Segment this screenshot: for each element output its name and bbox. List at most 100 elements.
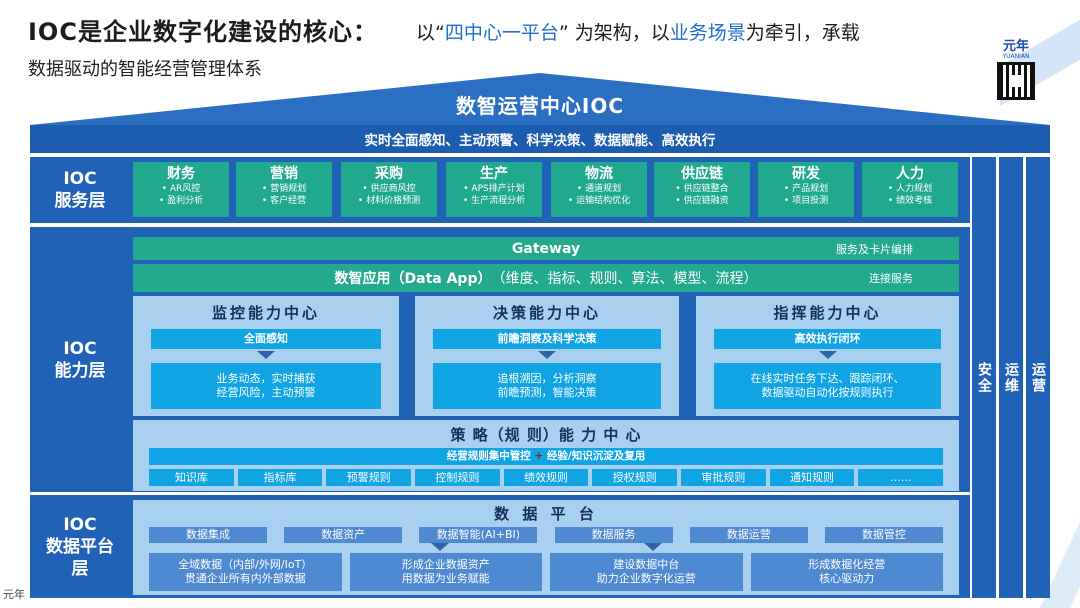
service-card-item: • 供应链整合 [675,184,729,194]
center-title: 决策能力中心 [492,304,601,322]
plus-icon: + [534,450,544,462]
data-big-item: 形成数据化经营核心驱动力 [750,553,943,591]
data-big-line: 建设数据中台 [613,558,680,571]
service-card-title: 财务 [167,166,195,182]
service-card-title: 人力 [896,166,924,182]
service-card: 财务• AR风控• 盈利分析 [133,162,229,217]
service-card-item: • 生产流程分析 [462,196,526,206]
qr-code-icon [997,62,1035,100]
data-item: 数据集成 [149,527,267,543]
service-card: 物流 • 通道规划 • 运输结构优化 [551,162,647,217]
service-card-item: • 供应链融资 [675,196,729,206]
service-card-item: • 供应商风控 [362,184,416,194]
data-app-bar: 数智应用（Data App） （维度、指标、规则、算法、模型、流程） 连接服务 [133,264,959,292]
strategy-item: ...... [858,469,944,486]
strategy-item: 通知规则 [769,469,855,486]
data-big-line: 全域数据（内部/外网/IoT） [178,558,313,571]
data-big-line: 核心驱动力 [819,572,875,585]
center-bar: 前瞻洞察及科学决策 [433,329,661,349]
service-card-item: • 项目投测 [783,196,829,206]
data-arrows [333,543,759,553]
title-highlight: 四中心一平台 [444,22,559,44]
gateway-label: Gateway [511,240,581,257]
service-layer-label: IOC 服务层 [54,169,106,211]
service-card-item: • 运输结构优化 [567,196,631,206]
gateway-right-label: 服务及卡片编排 [836,242,913,256]
logo-subword: YUANIAN [1002,53,1030,60]
service-card-item: • APS排产计划 [463,184,525,194]
strategy-bar-left: 经营规则集中管控 [446,450,531,462]
down-arrow-icon [430,543,449,551]
data-layer-label: IOC 数据平台 层 [46,514,114,579]
service-card-item: • 人力规划 [887,184,933,194]
data-item: 数据服务 [554,527,673,543]
page-title: IOC是企业数字化建设的核心： [28,18,378,46]
center-body: 业务动态，实时捕获 经营风险，主动预警 [151,363,381,409]
page-subtitle: 数据驱动的智能经营管理体系 [28,59,262,80]
service-card: 研发 • 产品规划 • 项目投测 [758,162,854,217]
center-body-line: 经营风险，主动预警 [216,386,316,399]
service-card: 人力• 人力规划• 绩效考核 [862,162,958,217]
strategy-bar: 经营规则集中管控 + 经验/知识沉淀及复用 [149,448,943,465]
title-text: 为牵引，承载 [745,22,860,44]
down-arrow-icon [818,351,837,359]
center-body-line: 业务动态，实时捕获 [216,372,316,385]
service-card-item: • 通道规划 [576,184,622,194]
strategy-title: 策 略（规 则）能 力 中 心 [450,426,642,444]
capability-layer-label: IOC 能力层 [54,338,106,381]
command-center: 指挥能力中心 高效执行闭环 在线实时任务下达、跟踪闭环、 数据驱动自动化按规则执… [696,296,959,416]
center-body: 追根溯因，分析洞察 前瞻预测，智能决策 [433,363,661,409]
strategy-item: 知识库 [149,469,234,486]
data-big-item: 形成企业数据资产用数据为业务赋能 [349,553,542,591]
side-column-ops: 运维 [999,157,1023,598]
center-body-line: 前瞻预测，智能决策 [497,386,597,399]
service-card-title: 营销 [270,166,298,182]
data-platform-title: 数 据 平 台 [494,505,598,523]
service-card-item: • 产品规划 [783,184,829,194]
service-card: 营销• 营销规划• 客户经营 [236,162,332,217]
service-card-item: • 营销规划 [261,184,307,194]
page-title-detail: 以“四中心一平台” 为架构，以业务场景为牵引，承载 [416,18,860,45]
data-item: 数据智能(AI+BI) [419,527,538,543]
side-column-security: 安全 [972,157,996,598]
service-card-title: 生产 [480,166,508,182]
strategy-item: 绩效规则 [503,469,589,486]
down-arrow-icon [643,543,662,551]
logo-word: 元年 [1002,39,1029,54]
center-title: 指挥能力中心 [773,304,882,322]
title-highlight: 业务场景 [669,22,746,44]
strategy-items: 知识库指标库预警规则控制规则绩效规则授权规则审批规则通知规则...... [149,469,944,486]
data-big-items: 全域数据（内部/外网/IoT）贯通企业所有内外部数据形成企业数据资产用数据为业务… [149,553,943,591]
data-big-line: 形成数据化经营 [808,558,886,571]
center-bar: 全面感知 [151,329,381,349]
center-bar: 高效执行闭环 [714,329,941,349]
monitor-center: 监控能力中心 全面感知 业务动态，实时捕获 经营风险，主动预警 [133,296,399,416]
gateway-bar: Gateway 服务及卡片编排 [133,237,959,260]
center-body: 在线实时任务下达、跟踪闭环、 数据驱动自动化按规则执行 [714,363,941,409]
service-card: 生产 • APS排产计划 • 生产流程分析 [446,162,542,217]
strategy-item: 授权规则 [592,469,678,486]
data-big-line: 用数据为业务赋能 [401,572,490,585]
data-big-line: 助力企业数字化运营 [596,572,696,585]
service-card: 供应链 • 供应链整合 • 供应链融资 [654,162,750,217]
strategy-item: 控制规则 [415,469,500,486]
service-card-title: 研发 [792,166,820,182]
service-card-item: • AR风控 [161,184,201,194]
service-card-title: 供应链 [681,166,723,182]
center-body-line: 追根溯因，分析洞察 [497,372,597,385]
down-arrow-icon [538,351,556,359]
data-item: 数据管控 [824,527,943,543]
data-big-item: 建设数据中台助力企业数字化运营 [550,553,743,591]
service-card-title: 物流 [585,166,613,182]
strategy-item: 审批规则 [681,469,766,486]
center-title: 监控能力中心 [211,304,320,322]
data-item: 数据运营 [689,527,808,543]
down-arrow-icon [257,351,275,359]
title-text: ” 为架构，以 [558,22,670,44]
watermark: 元年 [3,588,25,601]
service-card-item: • 材料价格预测 [357,196,421,206]
side-column-operations: 运营 [1026,157,1050,598]
strategy-bar-right: 经验/知识沉淀及复用 [546,450,646,462]
service-card: 采购• 供应商风控• 材料价格预测 [341,162,437,217]
center-body-line: 在线实时任务下达、跟踪闭环、 [750,372,905,385]
